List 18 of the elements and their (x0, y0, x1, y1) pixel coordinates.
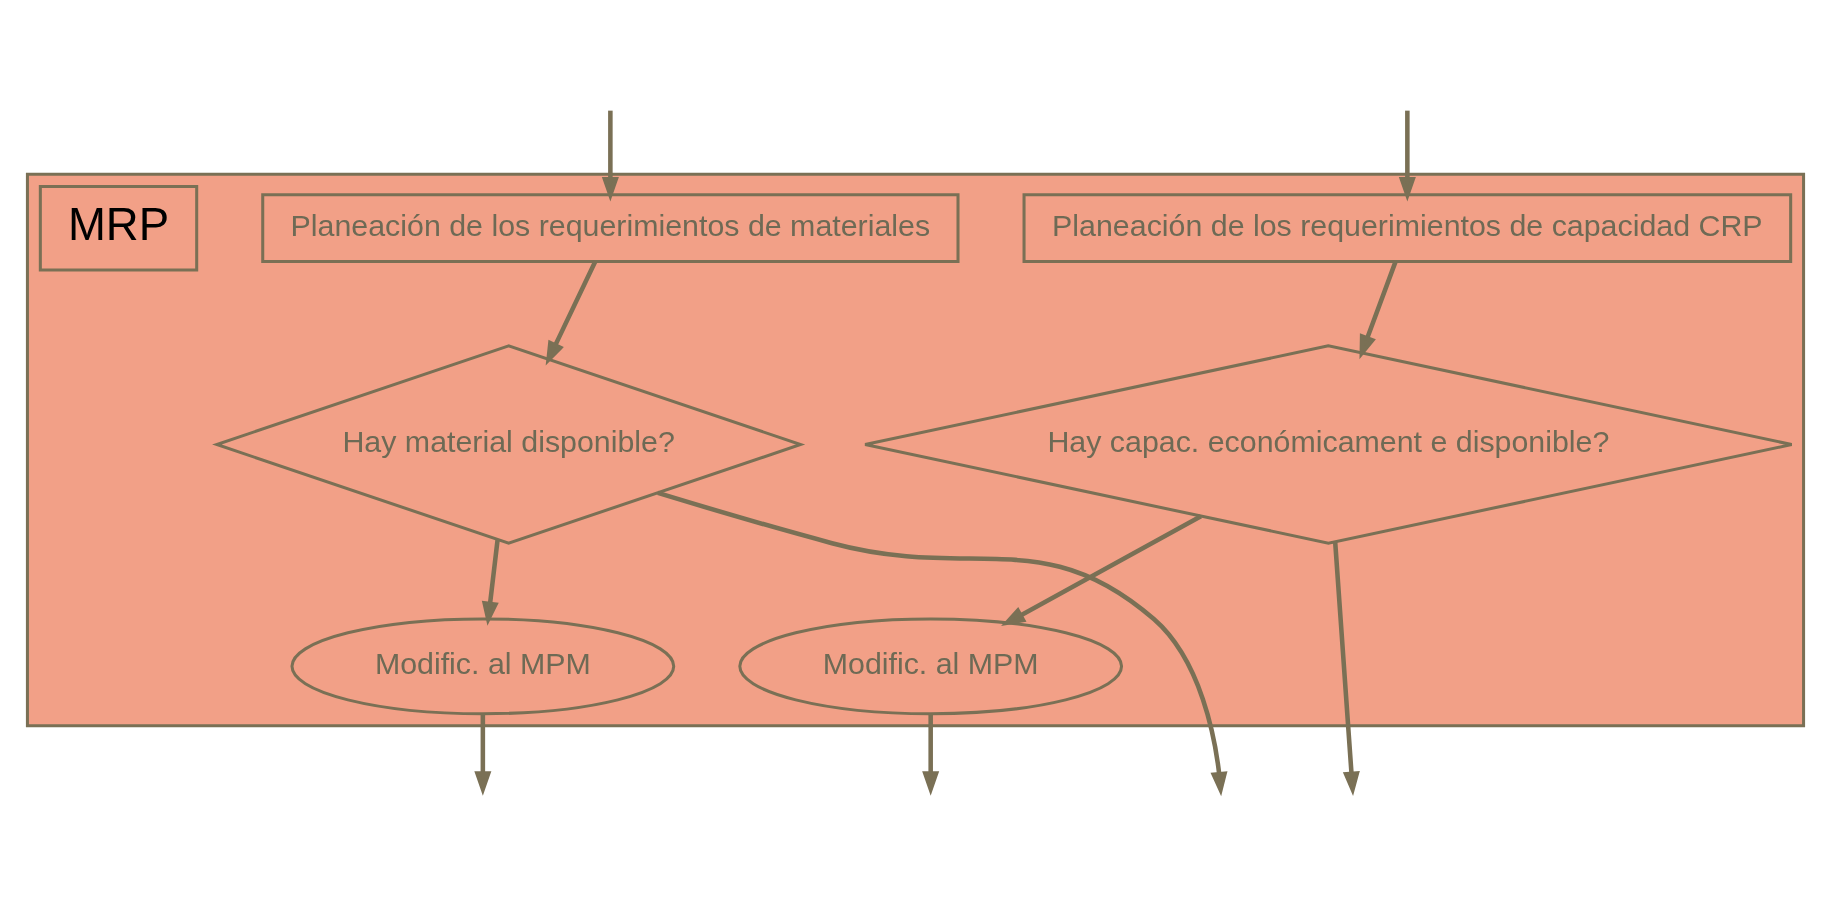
arrow (657, 490, 1228, 797)
arrow (1001, 514, 1203, 627)
arrow (1398, 110, 1416, 202)
cluster (25, 172, 1806, 728)
arrow (922, 713, 940, 796)
node-ellipse: Modific. al MPM (738, 617, 1124, 716)
node-box: MRP (38, 184, 199, 272)
arrow (481, 539, 500, 626)
arrow (545, 260, 598, 366)
node-diamond: Hay material disponible? (212, 344, 806, 545)
node-box: Planeación de los requerimientos de materiales (261, 193, 960, 264)
node-ellipse: Modific. al MPM (290, 617, 676, 716)
arrow (1332, 541, 1360, 796)
arrow (601, 110, 619, 202)
arrow (1359, 260, 1398, 360)
node-box: Planeación de los requerimientos de capacidad CRP (1022, 193, 1793, 264)
arrow (474, 713, 492, 796)
node-diamond: Hay capac. económicament e disponible? (863, 344, 1794, 545)
